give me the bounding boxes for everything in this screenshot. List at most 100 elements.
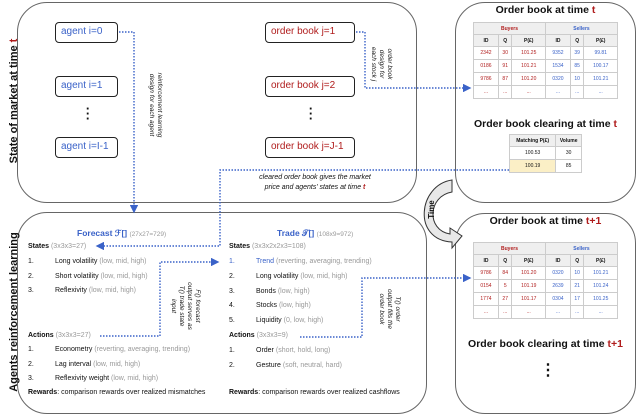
seller-cell: 17 — [569, 292, 585, 306]
item-options: (soft, neutral, hard) — [282, 361, 342, 369]
trade-states-header: States (3x3x2x2x3=108) — [229, 243, 306, 250]
trade-actions-header: Actions (3x3x3=9) — [229, 332, 288, 339]
book-t-clearing-title: Order book clearing at time t — [455, 118, 636, 130]
buyer-cell: ... — [473, 85, 499, 99]
continuation-ellipsis: ⋮ — [540, 362, 556, 379]
states-label: States — [229, 243, 251, 250]
seller-cell: 99.81 — [583, 46, 618, 60]
seller-cell: ... — [544, 305, 571, 319]
buyer-cell: ... — [497, 305, 513, 319]
buyer-cell: 5 — [497, 279, 513, 293]
order-book-box-1[interactable]: order book j=1 — [265, 22, 355, 43]
buyer-cell: 91 — [497, 59, 513, 73]
seller-cell: 2639 — [544, 279, 571, 293]
seller-cell: ... — [544, 85, 571, 99]
col-header: Q — [497, 254, 513, 267]
buyers-header: Buyers — [473, 22, 546, 35]
item-name: Econometry — [55, 346, 93, 353]
item-number: 3. — [28, 287, 34, 294]
item-label: Econometry (reverting, averaging, trendi… — [55, 346, 190, 353]
cell: 85 — [555, 159, 582, 173]
rl-panel-label: Agents reinforcement learning — [8, 232, 20, 392]
seller-cell: 101.24 — [583, 279, 618, 293]
clearing-title-t: t — [613, 118, 617, 130]
clearing-title-t: t+1 — [607, 338, 623, 350]
order-book-box-last[interactable]: order book j=J-1 — [265, 137, 355, 158]
seller-cell: 0320 — [544, 72, 571, 86]
item-options: (low, mid, high) — [100, 272, 148, 280]
forecast-title: Forecast ℱ[] (27x27=729) — [77, 228, 166, 239]
item-label: Long volatility (low, mid, high) — [256, 273, 347, 280]
trade-title: Trade 𝒯[] (108x9=972) — [277, 228, 353, 239]
col-header: Matching P(£) — [508, 134, 557, 147]
book-t1-clearing-title: Order book clearing at time t+1 — [455, 338, 636, 350]
rewards-text: : comparison rewards over realized misma… — [57, 389, 206, 396]
buyer-cell: ... — [511, 85, 546, 99]
item-number: 1. — [28, 258, 34, 265]
item-name: Bonds — [256, 287, 276, 295]
col-header: Q — [569, 34, 585, 47]
item-number: 3. — [28, 375, 34, 382]
ob-note-line: design for — [378, 49, 385, 79]
actions-size: (3x3x3=9) — [256, 332, 288, 339]
item-options: (low, mid, high) — [99, 258, 147, 265]
item-options: (reverting, averaging, trending) — [94, 346, 191, 353]
item-label: Long volatility (low, mid, high) — [55, 258, 146, 265]
item-options: (0, low, high) — [283, 317, 324, 325]
item-options: (low, mid, high) — [93, 360, 141, 368]
item-number: 4. — [229, 302, 235, 310]
item-number: 1. — [28, 346, 34, 353]
item-label: Order (short, hold, long) — [256, 347, 330, 354]
market-state-label-t: t — [8, 38, 20, 43]
order-book-design-note: order book design for each stock j — [369, 39, 393, 89]
item-name: Liquidity — [256, 317, 282, 325]
market-state-label: State of market at time t — [8, 31, 20, 171]
item-label: Reflexivity weight (low, mid, high) — [55, 375, 158, 382]
seller-cell: 101.21 — [583, 266, 618, 280]
item-number: 2. — [28, 360, 34, 368]
f-note-line: input — [170, 298, 177, 314]
col-header: P(£) — [583, 254, 618, 267]
item-options: (low, mid, high) — [300, 272, 348, 280]
trade-size: (108x9=972) — [316, 231, 354, 238]
item-number: 5. — [229, 317, 235, 325]
ob-note-line: each stock j — [370, 46, 377, 82]
book-t-title-text: Order book at time — [495, 4, 589, 16]
item-name: Short volatility — [55, 272, 99, 280]
item-name: Stocks — [256, 302, 278, 310]
seller-cell: 1534 — [544, 59, 571, 73]
cleared-note-line-1: cleared order book gives the market — [259, 174, 371, 181]
item-number: 2. — [229, 361, 235, 369]
forecast-title-text: Forecast ℱ[] — [77, 228, 128, 238]
seller-cell: 101.25 — [583, 292, 618, 306]
agent-box-last[interactable]: agent i=I-1 — [55, 137, 118, 158]
seller-cell: ... — [569, 85, 585, 99]
rl-note-line: design for each agent — [148, 73, 155, 137]
agent-box-1[interactable]: agent i=1 — [55, 76, 118, 97]
item-options: (low, high) — [277, 287, 310, 295]
item-options: (low, mid, high) — [88, 287, 136, 294]
f-note-line: output serves as — [186, 282, 193, 330]
book-t-title-t: t — [591, 4, 596, 16]
forecast-to-trade-note: F() forecast output serves as T() trade … — [169, 271, 201, 341]
seller-cell: 100.17 — [583, 59, 618, 73]
trade-rewards: Rewards: comparison rewards over realize… — [229, 389, 400, 396]
forecast-rewards: Rewards: comparison rewards over realize… — [28, 389, 205, 396]
col-header: Q — [569, 254, 585, 267]
item-options: (short, hold, long) — [275, 347, 331, 354]
cell: 30 — [555, 146, 582, 160]
order-book-box-2[interactable]: order book j=2 — [265, 76, 355, 97]
seller-cell: ... — [583, 305, 618, 319]
t-note-line: T() order — [394, 296, 401, 322]
states-size: (3x3x2x2x3=108) — [251, 243, 306, 250]
trade-title-text: Trade 𝒯[] — [277, 228, 315, 238]
item-options: (low, mid, high) — [111, 375, 159, 382]
t-note-line: order book — [378, 293, 385, 325]
states-size: (3x3x3=27) — [50, 243, 87, 250]
buyer-cell: 9786 — [473, 266, 499, 280]
agent-box-0[interactable]: agent i=0 — [55, 22, 118, 43]
